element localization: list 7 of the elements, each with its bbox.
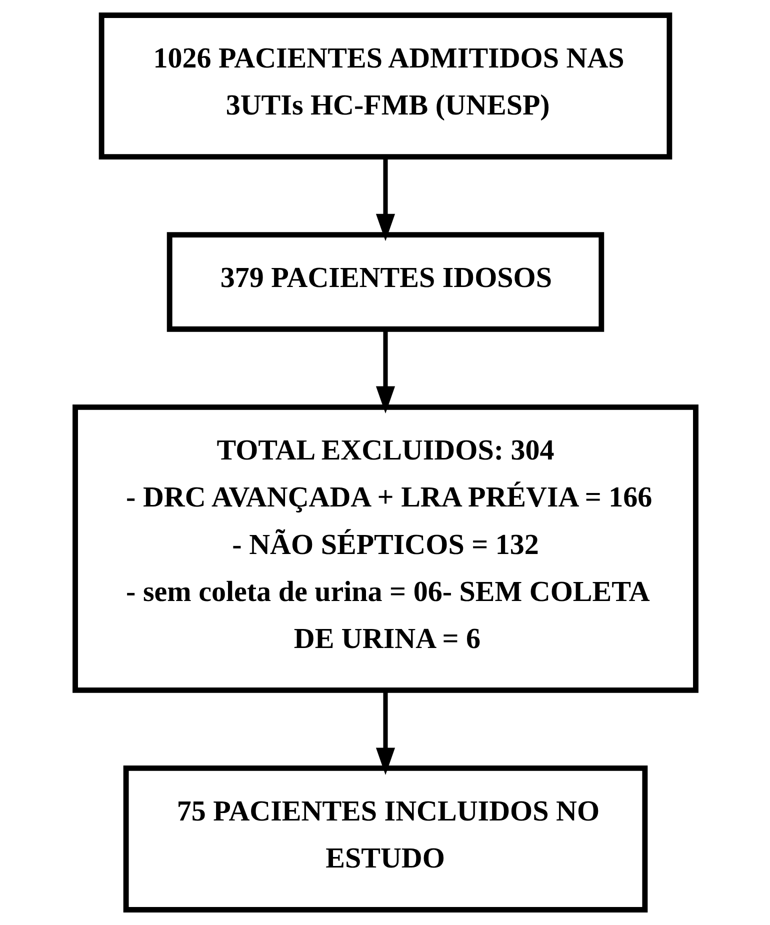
node-box: 379 PACIENTES IDOSOS — [166, 232, 604, 332]
node-box: TOTAL EXCLUIDOS: 304 - DRC AVANÇADA + LRA PRÉVIA = 166 - NÃO SÉPTICOS = 132 - sem coleta de urina = 06- SEM COLETA DE URINA = 6 — [72, 404, 698, 693]
node-box: 75 PACIENTES INCLUIDOS NO ESTUDO — [122, 765, 648, 912]
arrow — [375, 330, 395, 414]
arrow — [375, 690, 395, 775]
arrow — [375, 157, 395, 242]
node-box: 1026 PACIENTES ADMITIDOS NAS 3UTIs HC-FMB (UNESP) — [98, 12, 672, 160]
